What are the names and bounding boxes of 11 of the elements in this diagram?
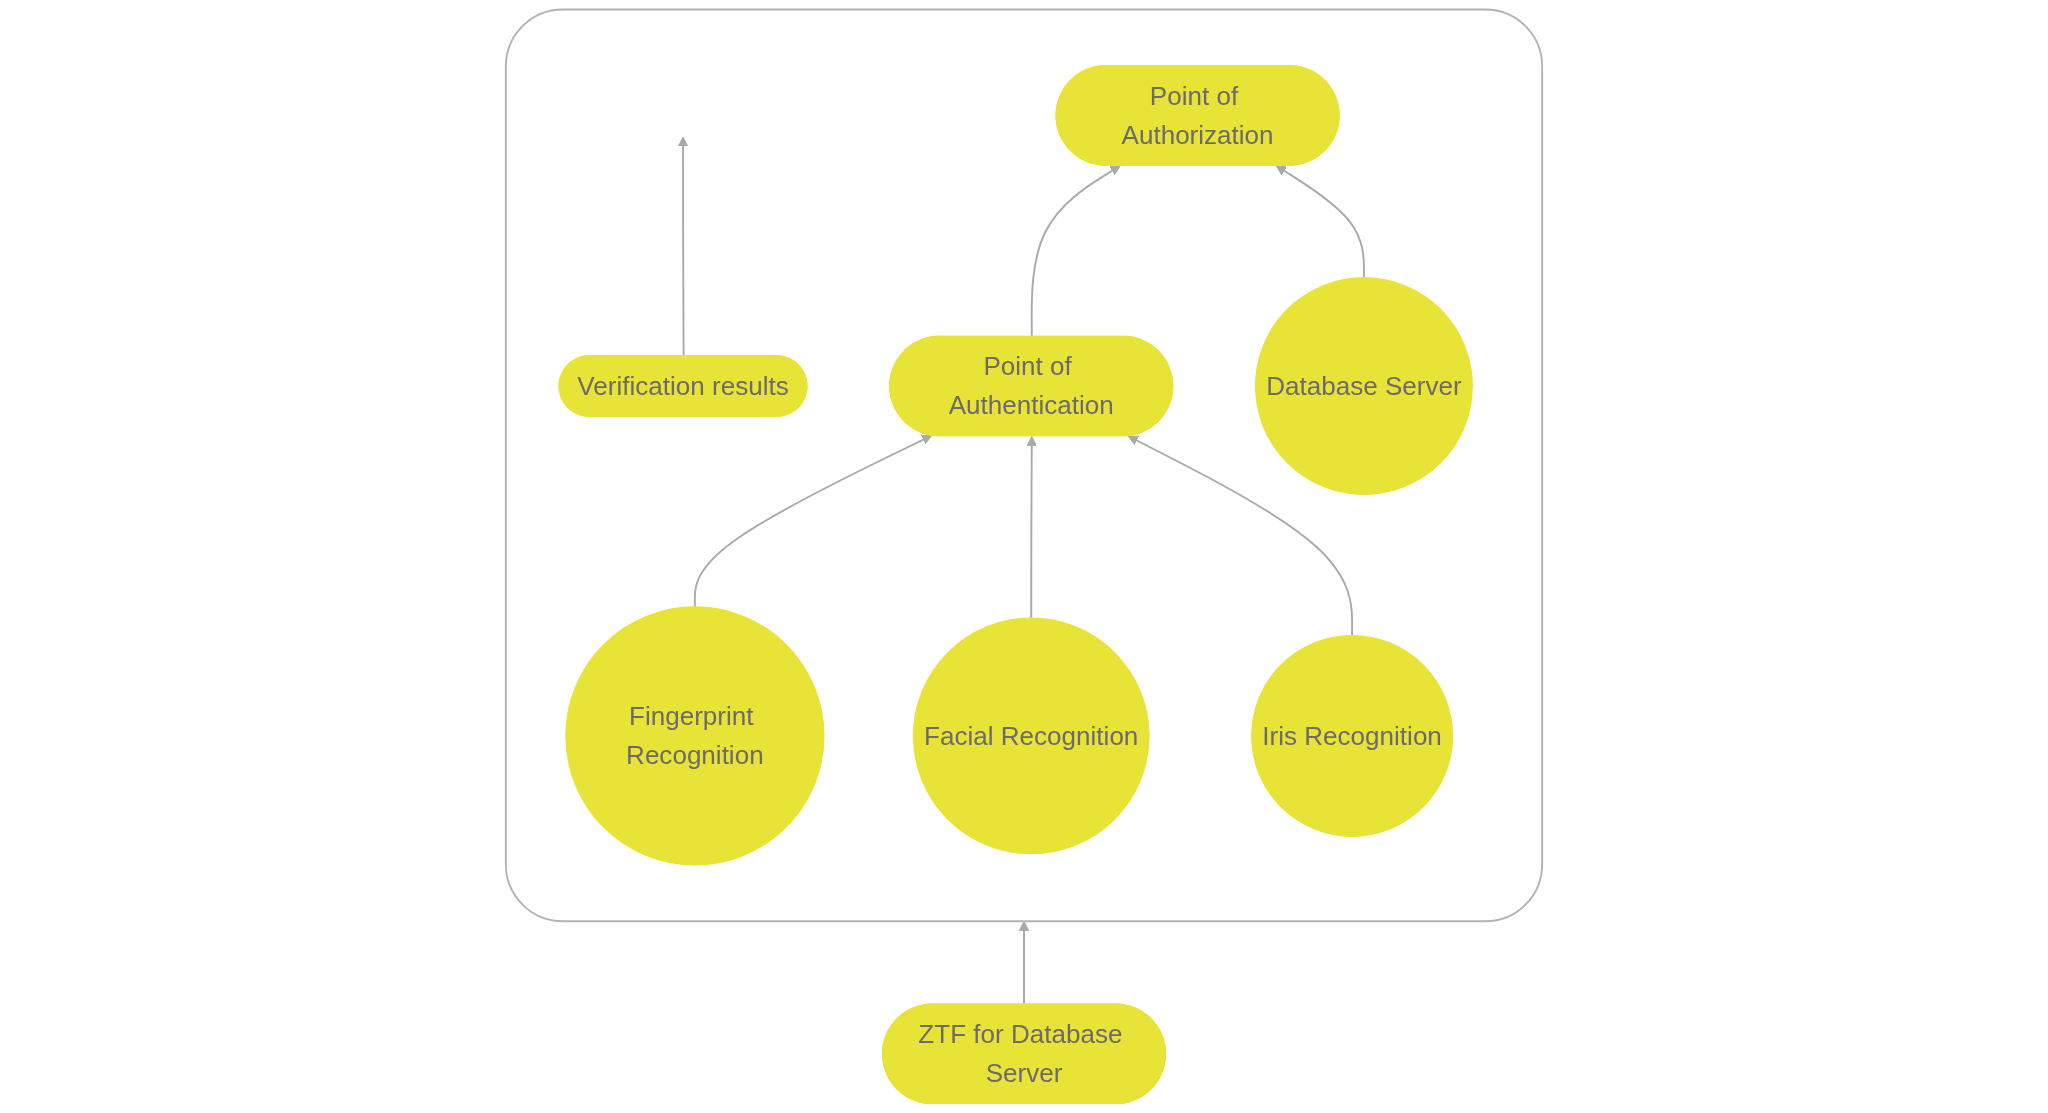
node-circle: Facial Recognition bbox=[912, 617, 1150, 855]
arrow bbox=[693, 435, 933, 608]
node-circle: Fingerprint Recognition bbox=[565, 606, 825, 866]
arrow bbox=[1275, 165, 1365, 279]
arrow bbox=[1030, 165, 1121, 338]
node-circle: Iris Recognition bbox=[1251, 634, 1454, 837]
node-circle: Database Server bbox=[1254, 277, 1473, 495]
arrow bbox=[1127, 435, 1354, 637]
cluster bbox=[504, 8, 1544, 923]
arrow bbox=[1026, 435, 1037, 620]
arrow bbox=[1018, 920, 1030, 1006]
